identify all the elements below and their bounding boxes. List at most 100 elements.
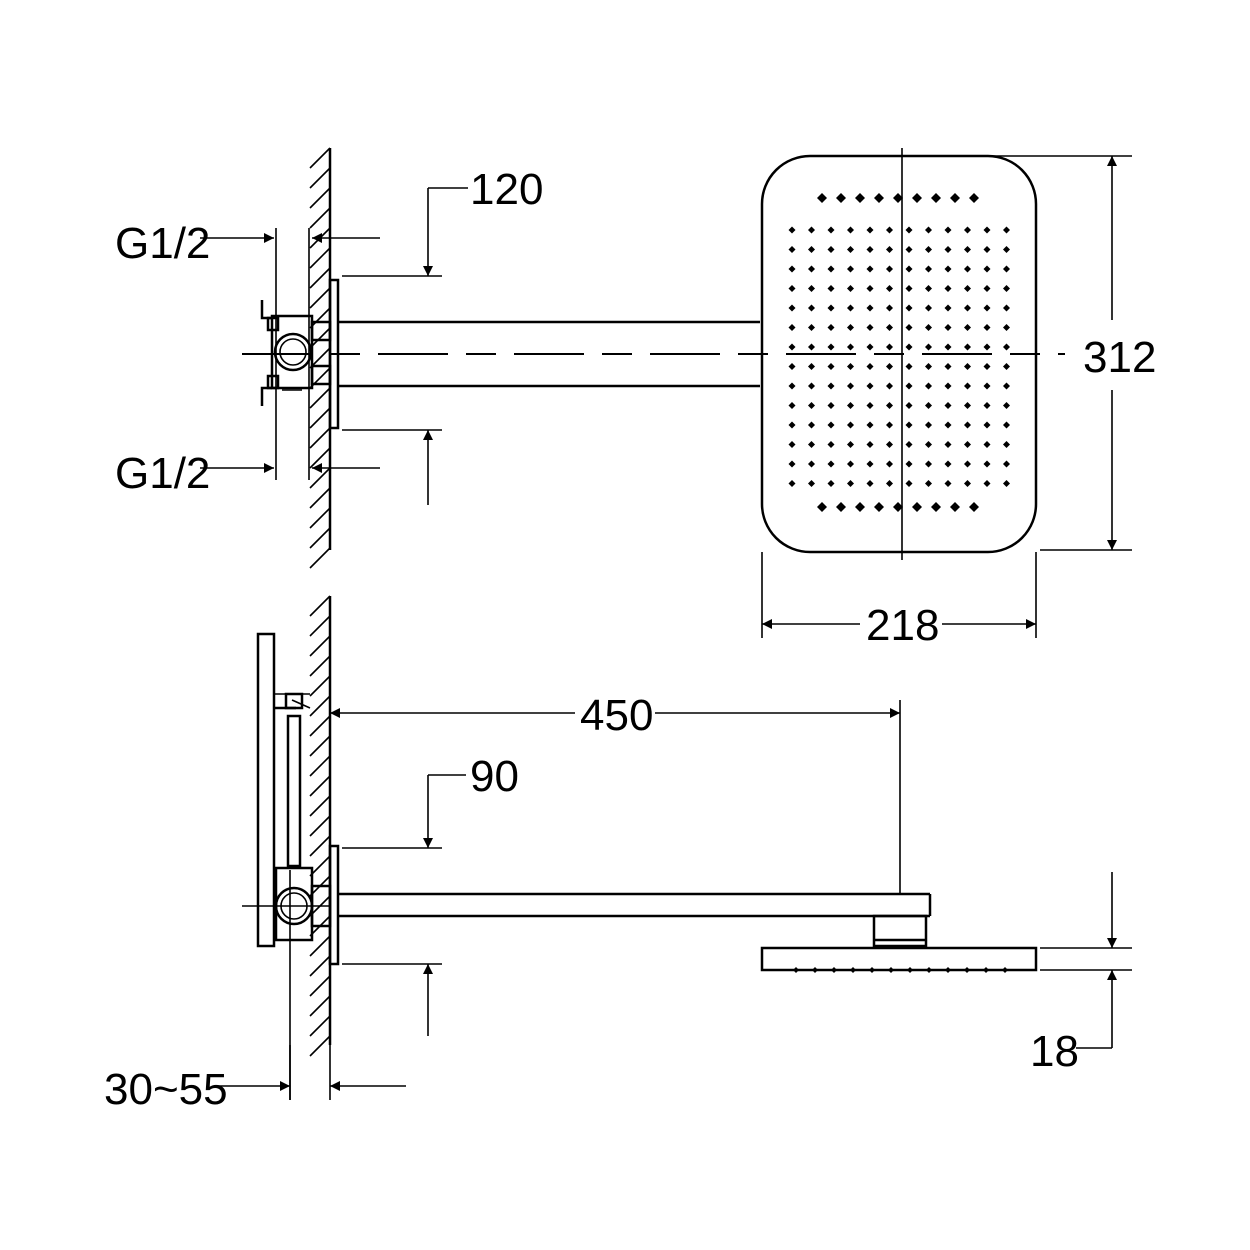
label-arm-offset-top: 120 — [470, 165, 543, 214]
nozzle — [886, 285, 893, 292]
nozzle — [925, 246, 932, 253]
nozzle — [788, 402, 796, 409]
nozzle — [886, 382, 893, 390]
nozzle — [831, 967, 837, 973]
nozzle — [905, 324, 913, 331]
nozzle — [847, 421, 854, 429]
nozzle — [847, 441, 854, 448]
nozzle — [1003, 226, 1010, 234]
nozzle — [964, 421, 971, 429]
nozzle — [847, 285, 854, 292]
nozzle — [944, 402, 952, 409]
nozzle — [847, 460, 854, 468]
nozzle — [944, 343, 952, 351]
nozzle — [850, 967, 856, 973]
nozzle — [1002, 967, 1008, 973]
nozzle — [983, 460, 991, 468]
nozzle — [836, 193, 846, 203]
nozzle — [827, 460, 835, 468]
nozzle — [788, 226, 796, 234]
nozzle — [983, 480, 991, 487]
nozzle — [964, 246, 971, 253]
nozzle — [964, 304, 971, 312]
nozzle — [866, 285, 874, 292]
nozzle — [1003, 363, 1010, 370]
nozzle — [983, 285, 991, 292]
nozzle — [905, 226, 913, 234]
nozzle — [808, 441, 815, 448]
label-inlet-top: G1/2 — [115, 219, 210, 268]
nozzle — [925, 324, 932, 331]
nozzle — [886, 363, 893, 370]
hatch-line — [309, 995, 331, 1017]
nozzle — [905, 421, 913, 429]
nozzle — [855, 502, 865, 512]
hatch-line — [309, 207, 331, 229]
hatch-line — [309, 815, 331, 837]
nozzle — [788, 480, 796, 487]
nozzle — [888, 967, 894, 973]
nozzle — [855, 193, 865, 203]
nozzle — [925, 226, 932, 234]
nozzle — [905, 441, 913, 448]
nozzle — [925, 421, 932, 429]
nozzle — [808, 324, 815, 331]
label-head-height: 312 — [1083, 333, 1156, 382]
nozzle — [874, 502, 884, 512]
nozzle — [847, 363, 854, 370]
top-shower-arm — [338, 320, 760, 388]
nozzle — [1003, 460, 1010, 468]
nozzle — [827, 421, 835, 429]
nozzle — [964, 460, 971, 468]
dim-head-thickness: 18 — [1030, 872, 1132, 1076]
nozzle — [847, 382, 854, 390]
nozzle — [1003, 324, 1010, 331]
nozzle — [925, 363, 932, 370]
nozzle — [983, 382, 991, 390]
nozzle — [886, 343, 893, 351]
nozzle — [793, 967, 799, 973]
nozzle — [983, 343, 991, 351]
nozzle — [944, 460, 952, 468]
nozzle — [893, 193, 903, 203]
hatch-line — [309, 407, 331, 429]
hatch-line — [309, 387, 331, 409]
nozzle — [808, 226, 815, 234]
nozzle — [905, 363, 913, 370]
hatch-line — [309, 615, 331, 637]
nozzle — [964, 480, 971, 487]
side-shower-arm — [338, 700, 932, 948]
nozzle — [944, 441, 952, 448]
nozzle — [886, 460, 893, 468]
side-flange — [328, 844, 340, 966]
nozzle — [866, 421, 874, 429]
nozzle — [983, 363, 991, 370]
nozzle — [788, 304, 796, 312]
side-shower-head — [760, 946, 1038, 973]
dim-inlet-top: G1/2 — [115, 219, 380, 268]
nozzle — [1003, 285, 1010, 292]
hatch-line — [309, 307, 331, 329]
hatch-line — [309, 835, 331, 857]
nozzle — [866, 382, 874, 390]
hatch-line — [309, 487, 331, 509]
nozzle — [983, 324, 991, 331]
hatch-line — [309, 347, 331, 369]
nozzle — [893, 502, 903, 512]
nozzle — [905, 382, 913, 390]
nozzle — [808, 402, 815, 409]
hatch-line — [309, 187, 331, 209]
nozzle — [788, 285, 796, 292]
nozzle — [788, 421, 796, 429]
nozzle — [964, 343, 971, 351]
nozzle — [827, 382, 835, 390]
nozzle — [817, 502, 827, 512]
nozzle — [964, 382, 971, 390]
nozzle — [944, 265, 952, 273]
hatch-line — [309, 547, 331, 569]
hatch-line — [309, 287, 331, 309]
nozzle — [944, 421, 952, 429]
nozzle — [983, 441, 991, 448]
nozzle — [866, 460, 874, 468]
